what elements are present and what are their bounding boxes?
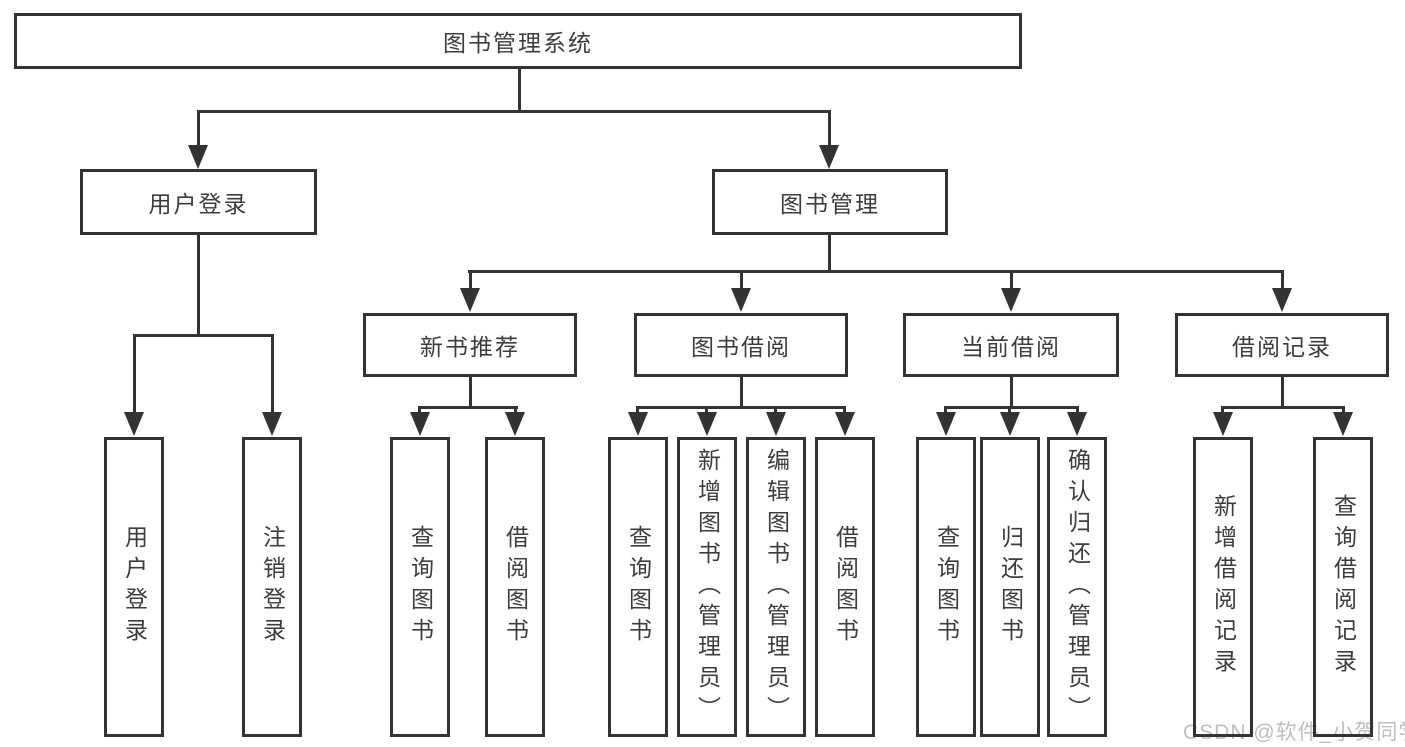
node-edit-books-admin: 编辑图书（管理员） [746, 437, 806, 737]
connector-line [828, 235, 831, 273]
node-query-books-borrowing: 查询图书 [608, 437, 668, 737]
arrow-down-icon [1000, 412, 1020, 436]
connector-line [740, 377, 743, 409]
connector-line [197, 110, 200, 146]
node-label: 查询图书 [407, 525, 434, 649]
arrow-down-icon [188, 145, 208, 169]
arrow-down-icon [1213, 412, 1233, 436]
node-query-borrow-record: 查询借阅记录 [1313, 437, 1373, 737]
node-label: 图书借阅 [691, 334, 791, 360]
node-borrowing-records: 借阅记录 [1175, 313, 1389, 377]
connector-line [469, 270, 472, 290]
connector-line [1010, 270, 1013, 290]
node-label: 注销登录 [259, 525, 286, 649]
node-label: 查询图书 [933, 525, 960, 649]
connector-line [1010, 377, 1013, 409]
node-user-login: 用户登录 [80, 169, 317, 235]
arrow-down-icon [766, 412, 786, 436]
connector-line [468, 270, 1284, 273]
arrow-down-icon [936, 412, 956, 436]
node-query-books-recommend: 查询图书 [390, 437, 450, 737]
node-label: 用户登录 [148, 191, 249, 217]
node-label: 借阅图书 [832, 525, 859, 649]
connector-line [944, 406, 947, 416]
node-label: 确认归还（管理员） [1064, 447, 1091, 727]
connector-line [843, 406, 846, 416]
connector-line [636, 406, 639, 416]
csdn-watermark: CSDN @软件_小贺同学 [1183, 721, 1405, 744]
arrow-down-icon [1333, 412, 1353, 436]
connector-line [1281, 270, 1284, 290]
arrow-down-icon [460, 288, 480, 312]
connector-line [828, 110, 831, 146]
node-label: 图书管理系统 [443, 30, 593, 56]
arrow-down-icon [505, 412, 525, 436]
connector-line [944, 406, 1079, 409]
arrow-down-icon [1272, 288, 1292, 312]
arrow-down-icon [628, 412, 648, 436]
arrow-down-icon [819, 145, 839, 169]
node-label: 新书推荐 [420, 334, 520, 360]
node-confirm-return-admin: 确认归还（管理员） [1047, 437, 1107, 737]
node-current-borrowing: 当前借阅 [903, 313, 1119, 377]
arrow-down-icon [1001, 288, 1021, 312]
arrow-down-icon [731, 288, 751, 312]
arrow-down-icon [262, 412, 282, 436]
arrow-down-icon [697, 412, 717, 436]
connector-line [514, 406, 517, 416]
connector-line [197, 110, 831, 113]
node-label: 新增图书（管理员） [694, 447, 721, 727]
connector-line [418, 406, 421, 416]
node-query-books-current: 查询图书 [916, 437, 976, 737]
connector-line [705, 406, 708, 416]
connector-line [774, 406, 777, 416]
node-new-book-recommend: 新书推荐 [363, 313, 577, 377]
node-add-books-admin: 新增图书（管理员） [677, 437, 737, 737]
connector-line [1008, 406, 1011, 416]
node-borrow-books-recommend: 借阅图书 [485, 437, 545, 737]
node-logout-action: 注销登录 [242, 437, 302, 737]
arrow-down-icon [124, 412, 144, 436]
node-label: 借阅图书 [502, 525, 529, 649]
node-label: 新增借阅记录 [1210, 494, 1237, 680]
connector-line [1281, 377, 1284, 409]
connector-line [271, 334, 274, 414]
node-add-borrow-record: 新增借阅记录 [1193, 437, 1253, 737]
node-label: 图书管理 [780, 191, 880, 217]
arrow-down-icon [835, 412, 855, 436]
node-label: 用户登录 [121, 525, 148, 649]
connector-line [518, 69, 521, 113]
node-user-login-action: 用户登录 [104, 437, 164, 737]
connector-line [133, 334, 136, 414]
node-book-management: 图书管理 [712, 169, 948, 235]
connector-line [1221, 406, 1345, 409]
node-label: 当前借阅 [961, 334, 1061, 360]
connector-line [1221, 406, 1224, 416]
node-label: 查询图书 [625, 525, 652, 649]
connector-line [469, 377, 472, 409]
connector-line [636, 406, 846, 409]
connector-line [133, 334, 274, 337]
node-library-management-system: 图书管理系统 [14, 13, 1022, 69]
node-borrow-books-borrowing: 借阅图书 [815, 437, 875, 737]
node-label: 借阅记录 [1232, 334, 1332, 360]
connector-line [197, 235, 200, 336]
node-book-borrowing: 图书借阅 [634, 313, 848, 377]
connector-line [418, 406, 518, 409]
node-return-books: 归还图书 [980, 437, 1040, 737]
node-label: 归还图书 [997, 525, 1024, 649]
connector-line [1076, 406, 1079, 416]
arrow-down-icon [410, 412, 430, 436]
arrow-down-icon [1067, 412, 1087, 436]
connector-line [740, 270, 743, 290]
connector-line [1342, 406, 1345, 416]
node-label: 编辑图书（管理员） [763, 447, 790, 727]
node-label: 查询借阅记录 [1330, 494, 1357, 680]
